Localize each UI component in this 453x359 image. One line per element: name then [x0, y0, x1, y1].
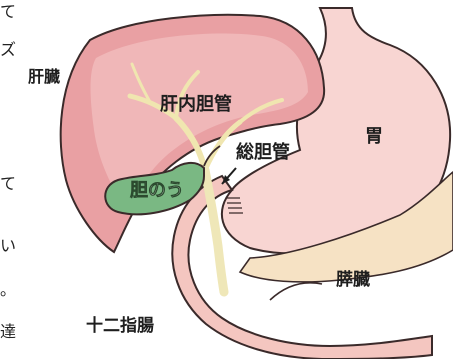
label-intrahepatic-duct: 肝内胆管: [160, 93, 232, 115]
label-pancreas: 膵臓: [336, 269, 370, 290]
margin-fragment: 。: [0, 282, 14, 298]
label-gallbladder: 胆のう: [129, 180, 184, 201]
label-liver: 肝臓: [28, 67, 60, 86]
pancreas-notch: [270, 283, 322, 300]
margin-fragment: ズ: [0, 42, 14, 58]
label-common-bile-duct: 総胆管: [236, 141, 290, 163]
label-stomach: 胃: [365, 126, 383, 147]
margin-fragment: 達: [0, 324, 14, 340]
margin-fragment: て: [0, 4, 14, 20]
label-duodenum: 十二指腸: [86, 315, 154, 336]
margin-fragment: て: [0, 176, 14, 192]
margin-fragment: い: [0, 238, 14, 254]
